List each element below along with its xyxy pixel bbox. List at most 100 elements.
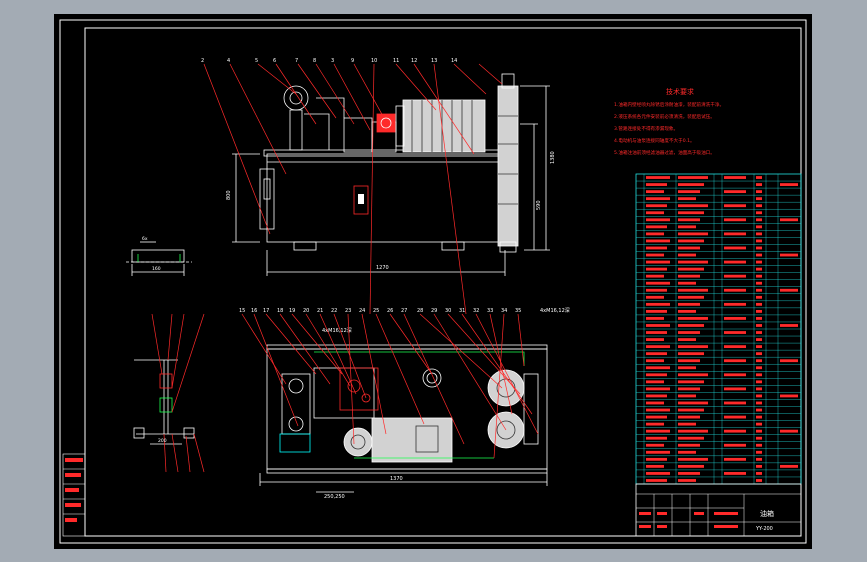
cell-code xyxy=(646,429,670,433)
cell-qty xyxy=(756,225,762,229)
cell-name xyxy=(678,197,696,201)
cell-qty xyxy=(756,352,762,356)
balloon-label: 22 xyxy=(331,308,337,314)
balloon-label: 3 xyxy=(331,58,334,64)
balloon-label: 34 xyxy=(501,308,507,314)
cell-material xyxy=(724,317,746,320)
cell-code xyxy=(646,408,670,412)
cell-qty xyxy=(756,176,762,179)
cell-remark xyxy=(780,183,798,186)
cell-qty xyxy=(756,324,762,327)
side-dim: 200 xyxy=(158,438,167,444)
cell-name xyxy=(678,309,696,313)
cell-qty xyxy=(756,345,762,349)
cell-qty xyxy=(756,436,762,440)
cell-name xyxy=(678,331,700,334)
cell-name xyxy=(678,429,708,433)
cell-qty xyxy=(756,401,762,405)
cell-code xyxy=(646,415,667,419)
balloon-label: 16 xyxy=(251,308,257,314)
dim-plan-width: 1370 xyxy=(390,476,403,482)
cell-qty xyxy=(756,204,762,208)
cell-qty xyxy=(756,408,762,412)
cell-code xyxy=(646,443,664,447)
cell-qty xyxy=(756,190,762,194)
cell-code xyxy=(646,422,664,426)
cell-code xyxy=(646,232,664,236)
tech-note-5: 5.油箱注油前须经滤油器过滤，油面高于吸油口。 xyxy=(614,149,715,156)
dim-bottom: 250,250 xyxy=(324,494,345,500)
cell-qty xyxy=(756,260,762,264)
cell-qty xyxy=(756,183,762,186)
cell-code xyxy=(646,331,667,334)
balloon-label: 6 xyxy=(273,58,276,64)
detail-labels: 160 6x xyxy=(142,236,161,272)
dim-height-a: 800 xyxy=(226,190,232,200)
balloon-label: 23 xyxy=(345,308,351,314)
cell-name xyxy=(678,408,704,412)
balloon-label: 21 xyxy=(317,308,323,314)
cell-qty xyxy=(756,309,762,313)
cell-qty xyxy=(756,394,762,398)
cell-material xyxy=(724,331,746,334)
plan-view xyxy=(259,344,548,493)
balloon-label: 35 xyxy=(515,308,521,314)
cell-name xyxy=(678,338,696,341)
cell-qty xyxy=(756,197,762,201)
cell-qty xyxy=(756,387,762,391)
cell-remark xyxy=(780,429,798,433)
tech-note-3: 3.管路连接处不得有渗漏现象。 xyxy=(614,125,678,132)
cell-code xyxy=(646,366,670,370)
cell-remark xyxy=(780,464,798,468)
cell-code xyxy=(646,288,667,292)
balloon-label: 2 xyxy=(201,58,204,64)
cell-name xyxy=(678,183,704,186)
cell-material xyxy=(724,401,746,405)
cell-material xyxy=(724,218,746,222)
cell-name xyxy=(678,288,708,292)
cell-qty xyxy=(756,429,762,433)
cell-name xyxy=(678,464,704,468)
cell-code xyxy=(646,450,670,454)
dim-small-top: 6x xyxy=(142,236,148,242)
cell-code xyxy=(646,436,667,440)
title-block: 油箱 YY-200 xyxy=(635,483,802,537)
cell-name xyxy=(678,218,700,222)
cell-name xyxy=(678,359,700,363)
cell-qty xyxy=(756,295,762,299)
cell-name xyxy=(678,176,708,179)
cell-code xyxy=(646,464,664,468)
cell-qty xyxy=(756,450,762,454)
balloon-label: 19 xyxy=(289,308,295,314)
cell-qty xyxy=(756,366,762,370)
cell-name xyxy=(678,302,700,306)
cell-remark xyxy=(780,324,798,327)
balloon-label: 11 xyxy=(393,58,399,64)
cell-code xyxy=(646,380,664,384)
cell-qty xyxy=(756,443,762,447)
cell-material xyxy=(724,443,746,447)
cell-code xyxy=(646,197,670,201)
side-detail-leaders xyxy=(151,313,205,473)
cell-code xyxy=(646,218,670,222)
cell-name xyxy=(678,472,700,475)
side-detail-labels: 200 xyxy=(158,438,167,444)
cell-qty xyxy=(756,281,762,285)
cell-code xyxy=(646,295,664,299)
cell-name xyxy=(678,232,708,236)
cell-qty xyxy=(756,373,762,377)
tech-title: 技术要求 xyxy=(666,87,694,96)
cell-qty xyxy=(756,302,762,306)
balloon-label: 14 xyxy=(451,58,457,64)
tech-note-4: 4.电动机与油泵连接同轴度不大于0.1。 xyxy=(614,137,695,144)
cell-material xyxy=(724,373,746,377)
cell-name xyxy=(678,204,708,208)
dim-small-w: 160 xyxy=(152,266,161,272)
cell-code xyxy=(646,225,667,229)
balloon-label: 32 xyxy=(473,308,479,314)
cell-code xyxy=(646,345,670,349)
tech-note-2: 2.液压系统各元件安装前必须清洗，装配后试压。 xyxy=(614,113,715,120)
